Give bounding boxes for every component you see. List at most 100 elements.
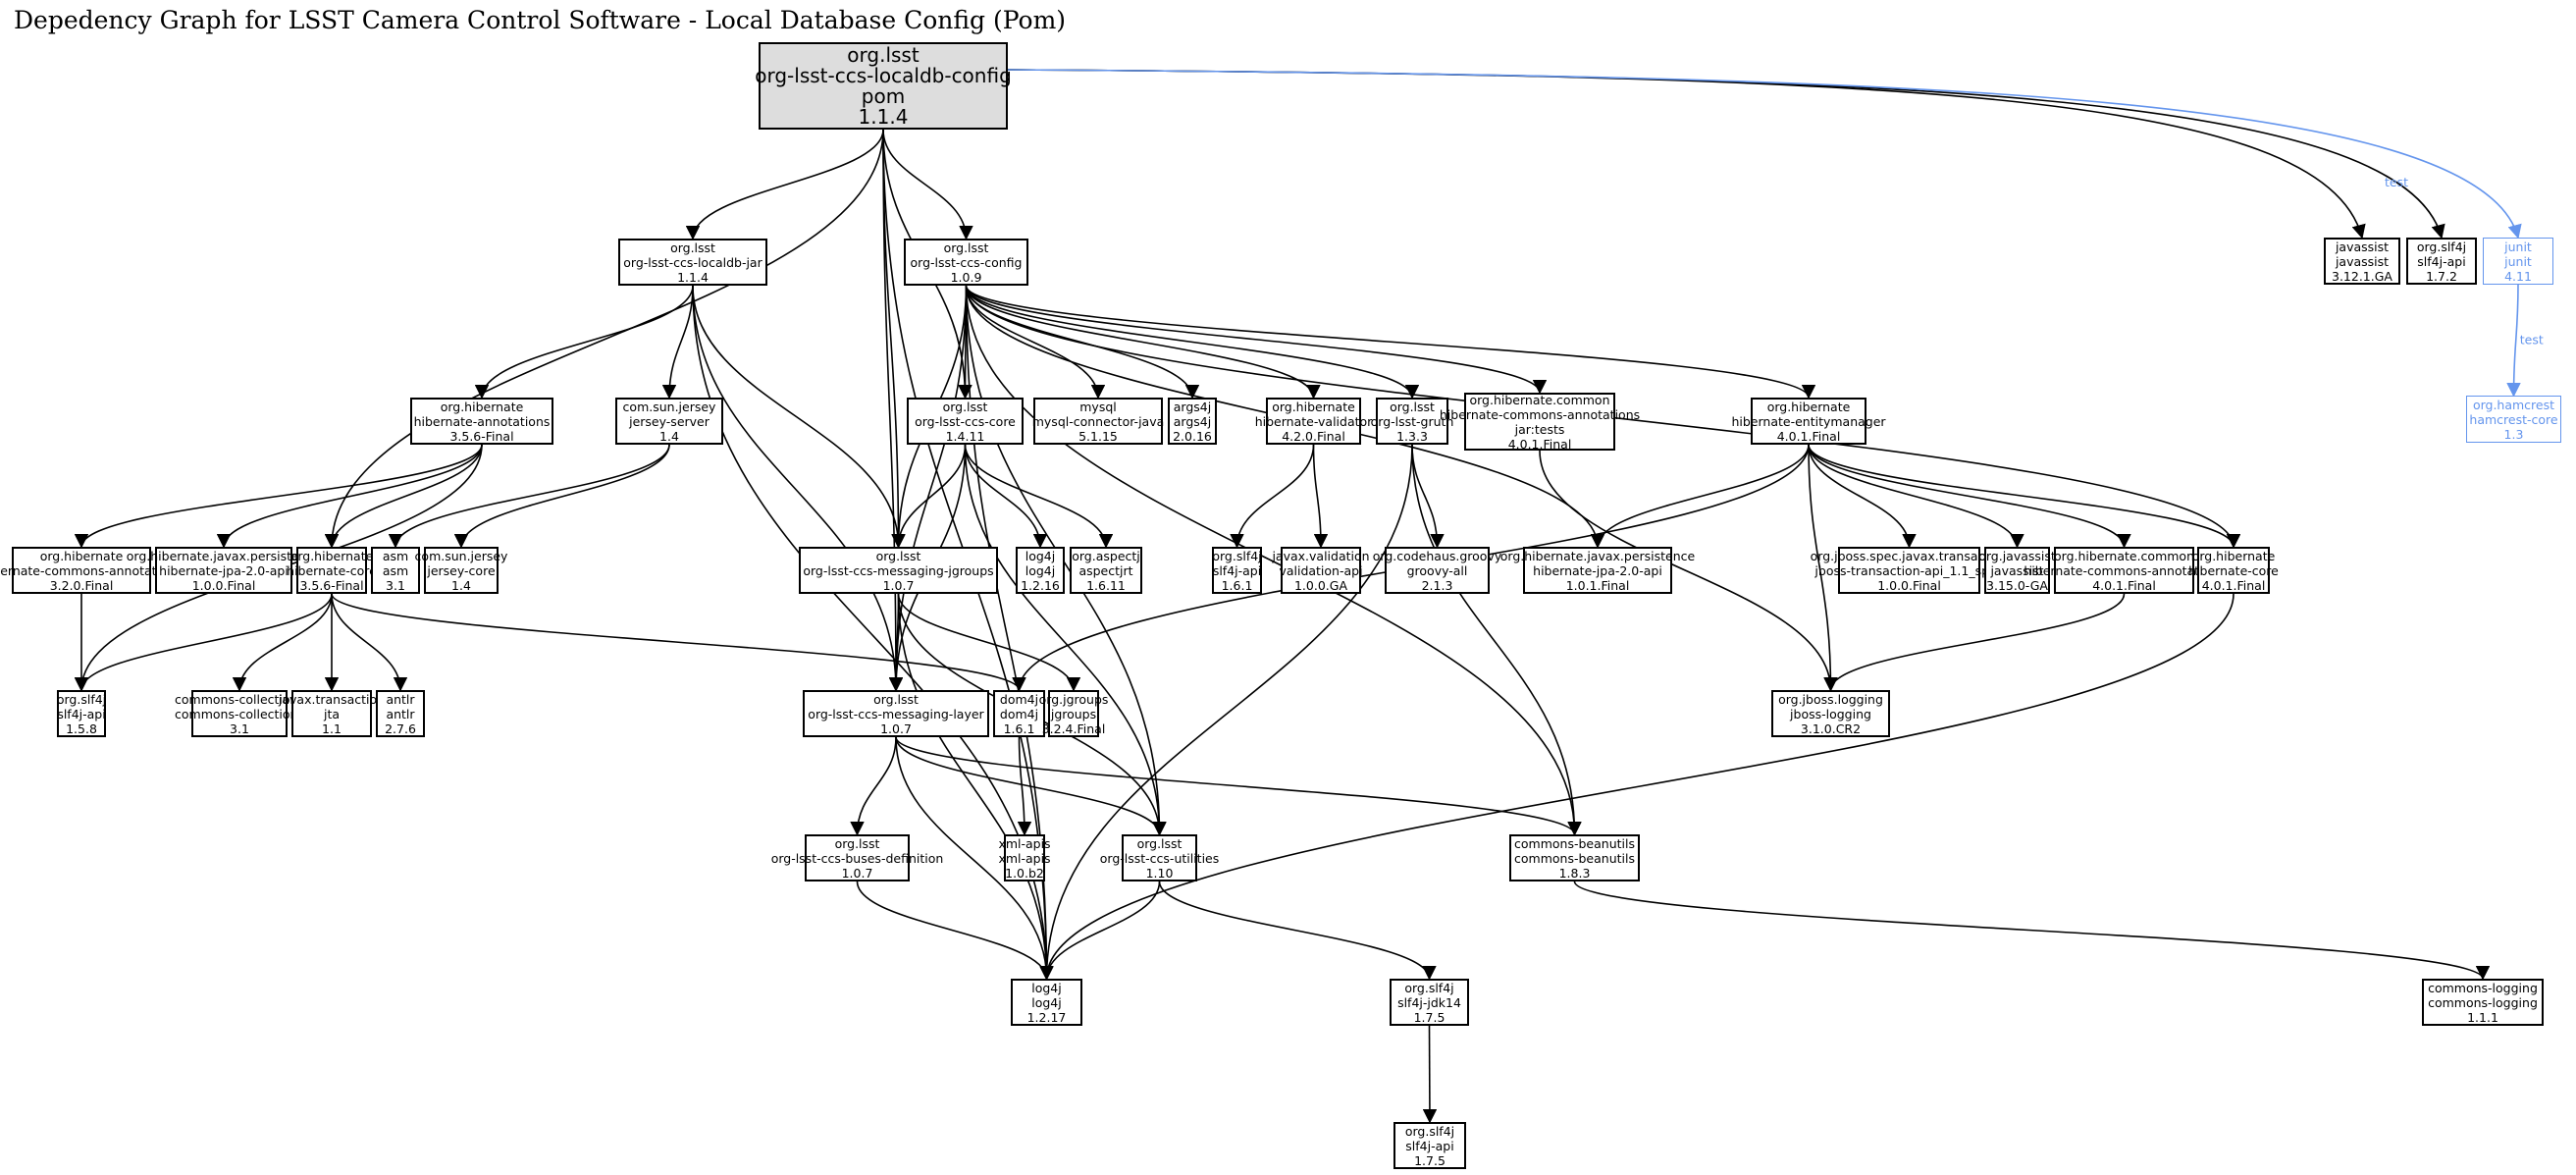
- edge-root-to-localdb-jar: [685, 129, 884, 240]
- node-version: 5.1.15: [1078, 428, 1118, 444]
- edge-slf4j-jdk14-to-slf4j-api-175: [1422, 1025, 1438, 1124]
- node-group-id: org.aspectj: [1072, 548, 1140, 563]
- node-group-id: org.hibernate.javax.persistence: [1499, 548, 1696, 563]
- edge-ccs-utilities-to-slf4j-jdk14: [1158, 881, 1437, 981]
- edge-root-to-ccs-msg-jgroups: [882, 129, 906, 549]
- node-group-id: org.slf4j: [2416, 239, 2467, 254]
- edge-localdb-jar-to-ccs-msg-jgroups: [692, 285, 906, 549]
- node-artifact: jersey-server: [629, 413, 710, 429]
- node-version: 1.4: [659, 428, 679, 444]
- node-version: 1.1.4: [677, 269, 709, 285]
- node-version: 1.7.2: [2426, 268, 2457, 284]
- node-artifact: jersey-core: [427, 562, 496, 578]
- node-version: 3.1: [230, 721, 249, 736]
- node-artifact: hamcrest-core: [2469, 411, 2558, 427]
- node-group-id: org.hibernate: [1766, 399, 1851, 414]
- node-version: 1.0.0.GA: [1293, 577, 1348, 593]
- node-artifact: hibernate-entitymanager: [1731, 413, 1886, 429]
- node-artifact: org-lsst-ccs-messaging-layer: [808, 706, 984, 721]
- edge-root-to-slf4j-api-172: [1007, 69, 2445, 240]
- node-artifact: commons-collections: [175, 706, 304, 721]
- node-version: 2.1.3: [1421, 577, 1453, 593]
- node-version: 1.2.16: [1021, 577, 1060, 593]
- node-group-id: com.sun.jersey: [622, 399, 716, 414]
- edge-entitymanager-to-javassist-3150: [1808, 444, 2024, 549]
- edge-buses-def-to-log4j-1217: [856, 881, 1054, 981]
- node-artifact: antlr: [386, 706, 415, 721]
- node-version: 1.0.1.Final: [1565, 577, 1630, 593]
- node-version: 1.7.5: [1413, 1009, 1446, 1025]
- node-group-id: javax.validation: [1272, 548, 1370, 563]
- node-group-id: org.hibernate.common: [1469, 392, 1610, 407]
- node-version: 1.1: [322, 721, 342, 736]
- node-version: 3.1.0.CR2: [1800, 721, 1862, 736]
- node-version: 1.0.0.Final: [191, 577, 256, 593]
- node-artifact: org-lsst-ccs-core: [915, 413, 1016, 429]
- node-artifact: log4j: [1025, 562, 1056, 578]
- edge-junit-to-hamcrest: [2506, 284, 2521, 398]
- node-version: 2.7.6: [385, 721, 416, 736]
- node-artifact: dom4j: [999, 706, 1039, 721]
- node-version: 1.1.1: [2467, 1009, 2498, 1025]
- edge-localdb-jar-to-hib-annotations: [474, 285, 694, 400]
- node-version: 2.0.16: [1173, 428, 1212, 444]
- edge-root-to-hib-core-356: [324, 129, 884, 549]
- node-version: 1.6.11: [1086, 577, 1126, 593]
- edge-hib-core-356-to-slf4j-api-158: [74, 593, 333, 692]
- edge-entitymanager-to-hib-core-401: [1808, 444, 2241, 549]
- node-group-id: org.hibernate: [39, 548, 124, 563]
- node-artifact: org-lsst-ccs-messaging-jgroups: [803, 562, 994, 578]
- node-version: 1.4.11: [945, 428, 985, 444]
- node-version: 1.0.b2: [1005, 865, 1044, 881]
- node-version: 1.10: [1145, 865, 1174, 881]
